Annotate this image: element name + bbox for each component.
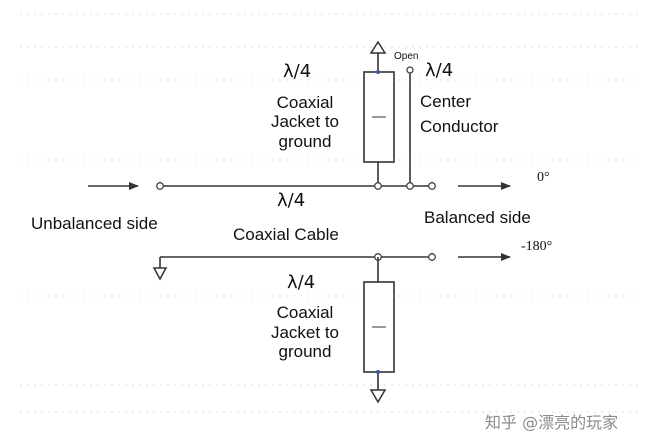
lambda-top-right-label: λ/4 <box>425 60 453 81</box>
coaxial-jacket-bottom-line-3: ground <box>279 342 332 361</box>
stub-end-dot-bottom <box>376 370 380 374</box>
lambda-bottom-label: λ/4 <box>287 272 315 293</box>
balanced-side-label: Balanced side <box>424 208 531 227</box>
coaxial-jacket-top-line-1: Coaxial <box>277 93 334 112</box>
center-conductor-line-2: Conductor <box>420 117 499 136</box>
background-scan-lines <box>20 13 640 413</box>
open-end-node <box>406 66 414 74</box>
open-label: Open <box>394 51 418 62</box>
phase-180-label: -180° <box>521 239 552 254</box>
node-input-top <box>156 182 164 190</box>
coaxial-jacket-top-line-3: ground <box>279 132 332 151</box>
unbalanced-side-label: Unbalanced side <box>31 214 158 233</box>
node-output-top <box>428 182 436 190</box>
phase-0-label: 0° <box>537 170 550 185</box>
center-conductor-line-1: Center <box>420 92 471 111</box>
coaxial-jacket-top-line-2: Jacket to <box>271 112 339 131</box>
node-stub-junction-top <box>374 182 382 190</box>
watermark: 知乎 @漂亮的玩家 <box>485 413 618 432</box>
lambda-middle-label: λ/4 <box>277 190 305 211</box>
stub-end-dot-top <box>376 70 380 74</box>
ground-symbol-left <box>152 257 168 281</box>
node-conductor-junction <box>406 182 414 190</box>
ground-symbol-top <box>369 40 387 72</box>
coaxial-cable-label: Coaxial Cable <box>233 225 339 244</box>
ground-symbol-bottom <box>369 389 387 404</box>
coaxial-jacket-bottom-line-1: Coaxial <box>277 303 334 322</box>
lambda-top-left-label: λ/4 <box>283 61 311 82</box>
coaxial-jacket-bottom-line-2: Jacket to <box>271 323 339 342</box>
node-output-bottom <box>428 253 436 261</box>
